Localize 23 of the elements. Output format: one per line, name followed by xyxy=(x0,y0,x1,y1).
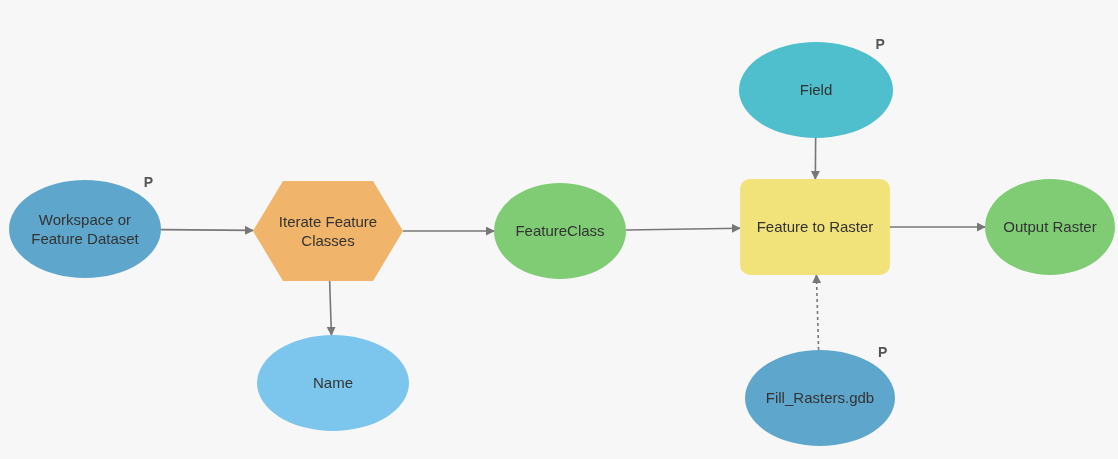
node-label: Name xyxy=(312,373,354,393)
parameter-marker: P xyxy=(878,344,888,360)
node-label: Workspace or Feature Dataset xyxy=(30,209,140,249)
node-label: Fill_Rasters.gdb xyxy=(764,388,876,408)
node-label: Feature to Raster xyxy=(755,217,875,237)
parameter-marker: P xyxy=(143,174,154,190)
arrow xyxy=(326,280,336,336)
node-label: FeatureClass xyxy=(514,221,606,241)
process-hexagon xyxy=(253,181,403,281)
arrow xyxy=(402,226,495,236)
data-ellipse xyxy=(985,179,1115,275)
arrow xyxy=(625,223,741,233)
arrow xyxy=(889,222,986,232)
node-label: Field xyxy=(798,80,834,100)
parameter-marker: P xyxy=(875,36,885,52)
data-ellipse xyxy=(494,183,626,279)
node-label: Iterate Feature Classes xyxy=(277,211,379,251)
arrow xyxy=(160,225,254,235)
arrow xyxy=(812,274,822,351)
data-ellipse xyxy=(257,335,409,431)
arrow xyxy=(810,137,820,180)
tool-box xyxy=(740,179,890,275)
node-label: Output Raster xyxy=(1002,217,1098,237)
